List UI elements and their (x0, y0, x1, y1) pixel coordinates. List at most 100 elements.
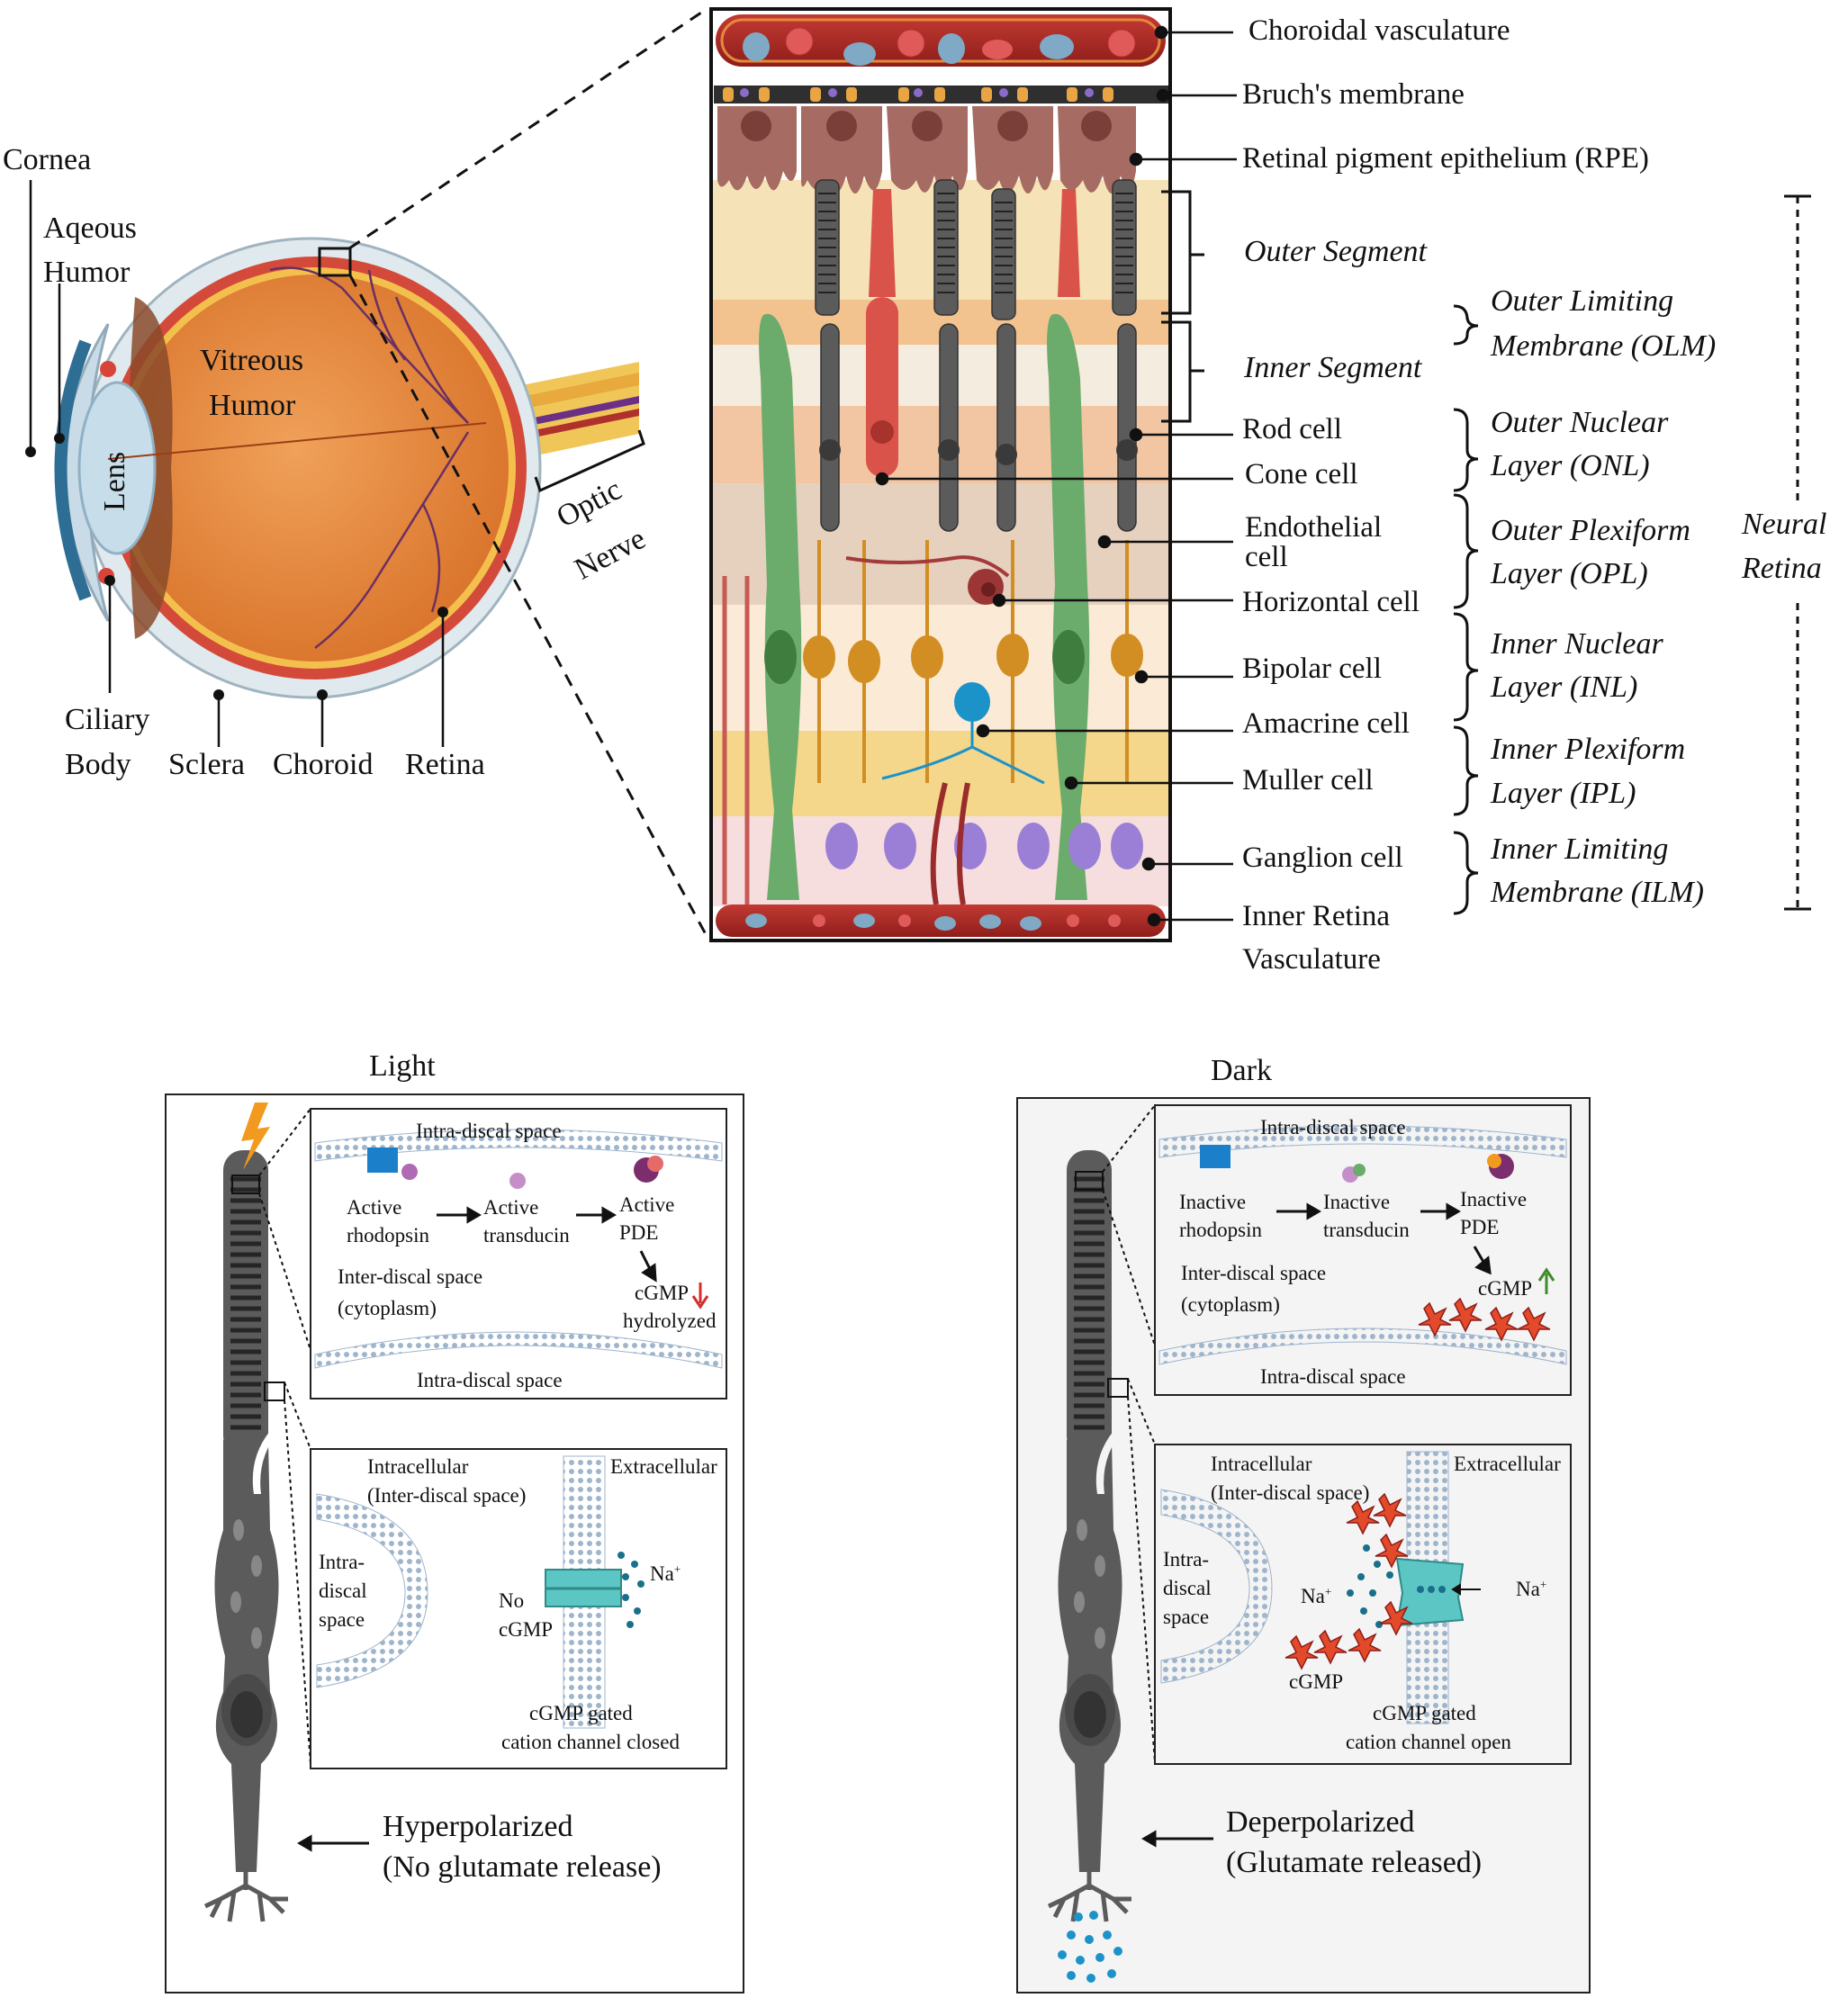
ilm-label-2: Membrane (ILM) (1491, 876, 1704, 909)
vitreous-label-1: Vitreous (200, 344, 304, 377)
muller-cells (759, 313, 1090, 900)
retinal-vessels (269, 266, 470, 649)
bipolar-label: Bipolar cell (1242, 652, 1382, 685)
ciliary-label-2: Body (65, 748, 131, 781)
dark-intra-bottom: Intra-discal space (1260, 1365, 1406, 1388)
vitreous-shape (122, 274, 509, 662)
rod-outer-dark (1067, 1150, 1112, 1456)
light-extracellular: Extracellular (610, 1455, 717, 1478)
cgmp-stars-bottom (1285, 1492, 1413, 1670)
amacrine-label: Amacrine cell (1242, 707, 1410, 740)
light-state-1: Hyperpolarized (383, 1810, 573, 1843)
light-intra-1: Intra- (319, 1551, 365, 1573)
dark-gated-1: cGMP gated (1373, 1702, 1476, 1724)
light-active-rho-2: rhodopsin (347, 1224, 429, 1246)
dark-state-2: (Glutamate released) (1226, 1846, 1483, 1879)
light-no-1: No (499, 1589, 525, 1612)
lightning-icon (241, 1102, 270, 1170)
aqueous-label-2: Humor (43, 256, 131, 289)
retina-label: Retina (405, 748, 485, 781)
onl-label-2: Layer (ONL) (1491, 449, 1650, 482)
glutamate-dots (1058, 1911, 1122, 1983)
irv-label-1: Inner Retina (1242, 900, 1391, 932)
bruch-label: Bruch's membrane (1242, 78, 1465, 111)
dark-inactive-tr-2: transducin (1323, 1219, 1410, 1241)
light-cgmp: cGMP (635, 1282, 690, 1304)
light-intra-top: Intra-discal space (416, 1120, 562, 1142)
horizontal-label: Horizontal cell (1242, 586, 1420, 618)
neural-retina-bracket (1784, 194, 1811, 911)
light-gated-1: cGMP gated (529, 1702, 633, 1724)
light-no-2: cGMP (499, 1618, 554, 1641)
rod-label: Rod cell (1242, 413, 1342, 446)
light-active-tr-1: Active (483, 1196, 539, 1219)
dark-intracellular-1: Intracellular (1211, 1453, 1312, 1475)
layer-braces (1453, 304, 1479, 915)
dark-cgmp: cGMP (1478, 1277, 1533, 1300)
dark-panel (1016, 1097, 1591, 1994)
rod-outer-light (223, 1150, 268, 1456)
choroid-label: Choroid (273, 748, 374, 781)
neural-label-1: Neural (1742, 508, 1827, 541)
light-inter-1: Inter-discal space (338, 1265, 483, 1288)
aqueous-label-1: Aqeous (43, 212, 137, 245)
rod-discs (818, 193, 1133, 293)
dark-inactive-rho-2: rhodopsin (1179, 1219, 1262, 1241)
cone-label: Cone cell (1245, 458, 1358, 490)
retina-pointers (875, 25, 1237, 927)
sclera-label: Sclera (168, 748, 245, 781)
irv-label-2: Vasculature (1242, 943, 1381, 976)
inl-label-2: Layer (INL) (1491, 670, 1638, 704)
dark-inter-1: Inter-discal space (1181, 1262, 1327, 1284)
dark-na-left: Na+ (1301, 1584, 1332, 1607)
neural-label-2: Retina (1742, 552, 1822, 585)
light-intracellular-2: (Inter-discal space) (367, 1484, 527, 1507)
blood-cells-top (743, 27, 1136, 66)
vitreous-label-2: Humor (209, 389, 296, 422)
light-na: Na+ (650, 1562, 681, 1585)
muller-label: Muller cell (1242, 764, 1374, 796)
dark-intra-2: discal (1163, 1577, 1212, 1599)
ipl-label-2: Layer (IPL) (1491, 777, 1636, 810)
dark-intracellular-2: (Inter-discal space) (1211, 1481, 1370, 1504)
rpe-label: Retinal pigment epithelium (RPE) (1242, 142, 1649, 175)
cornea-label: Cornea (3, 143, 92, 176)
ciliary-label-1: Ciliary (65, 703, 150, 736)
light-active-rho-1: Active (347, 1196, 402, 1219)
dark-inactive-pde-2: PDE (1460, 1216, 1500, 1238)
dark-intra-top: Intra-discal space (1260, 1116, 1406, 1138)
dark-inactive-pde-1: Inactive (1460, 1188, 1528, 1210)
rhodopsin-active-shape (367, 1148, 398, 1173)
light-state-2: (No glutamate release) (383, 1850, 662, 1884)
ipl-label-1: Inner Plexiform (1491, 733, 1686, 766)
opl-label-2: Layer (OPL) (1491, 557, 1648, 590)
dark-extracellular: Extracellular (1454, 1453, 1561, 1475)
light-inter-2: (cytoplasm) (338, 1297, 437, 1319)
light-title: Light (369, 1049, 436, 1083)
light-panel (165, 1094, 744, 1994)
down-arrow-icon (691, 1282, 709, 1310)
light-intracellular-1: Intracellular (367, 1455, 469, 1478)
olm-label-1: Outer Limiting (1491, 284, 1674, 318)
inner-segment-label: Inner Segment (1244, 351, 1422, 384)
rpe-cells (717, 106, 1136, 194)
dark-intra-1: Intra- (1163, 1548, 1210, 1570)
outer-segment-label: Outer Segment (1244, 235, 1428, 268)
light-gated-2: cation channel closed (501, 1731, 680, 1753)
up-arrow-icon (1537, 1267, 1555, 1294)
dark-inactive-tr-1: Inactive (1323, 1191, 1391, 1213)
lens-label: Lens (98, 451, 131, 511)
rhodopsin-inactive-shape (1200, 1145, 1230, 1168)
cone-cells (866, 189, 1080, 477)
dark-na-right: Na+ (1516, 1577, 1547, 1600)
amacrine-cell-shape (881, 682, 1045, 785)
light-intra-3: space (319, 1608, 365, 1631)
zoom-box (318, 247, 352, 277)
ilm-label-1: Inner Limiting (1491, 832, 1669, 866)
opl-label-1: Outer Plexiform (1491, 514, 1690, 547)
onl-label-1: Outer Nuclear (1491, 406, 1669, 439)
light-hydrolyzed: hydrolyzed (623, 1310, 717, 1332)
dark-intra-3: space (1163, 1606, 1210, 1628)
light-active-tr-2: transducin (483, 1224, 570, 1246)
